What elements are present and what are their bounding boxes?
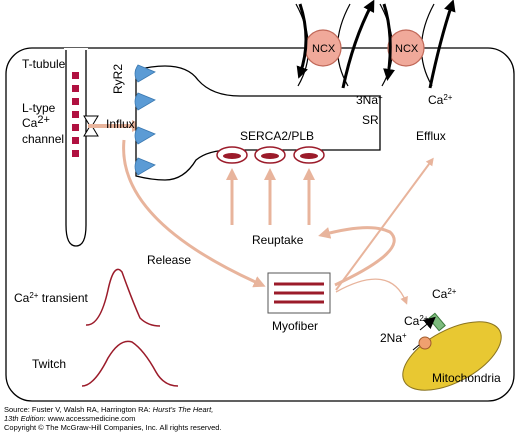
na-label: 3Na+ [356, 93, 383, 107]
efflux-arrow [335, 157, 434, 291]
ncx-na-in-arrow-right [382, 3, 395, 81]
ncx-na-in-arrow-left [296, 3, 308, 79]
mito-ca-mid-base: Ca [404, 314, 420, 328]
ryr2-receptors [134, 64, 156, 176]
serca-pumps [216, 146, 325, 164]
l-type-ca-base: Ca [22, 116, 38, 130]
ca-uniporter-icon [428, 312, 446, 332]
ryr2-receptor [134, 64, 156, 83]
ncx-exchanger-right [379, 3, 435, 87]
mito-ca-top-label: Ca2+ [432, 287, 457, 301]
release-arrow [122, 139, 266, 288]
mito-na-base: 2Na [380, 331, 402, 345]
na-ca-exchanger-icon [418, 336, 432, 350]
reuptake-label: Reuptake [252, 233, 304, 247]
myofiber-label: Myofiber [272, 319, 318, 333]
na-base: 3Na [356, 93, 378, 107]
mito-ca-mid-sup: 2+ [419, 314, 428, 323]
ncx-ca-out-arrow-right [428, 0, 456, 89]
mito-na-label: 2Na+ [380, 331, 407, 345]
ca-transient-label: Ca2+ transient [14, 291, 88, 305]
ryr2-receptor [134, 126, 156, 145]
mito-arrow [335, 278, 408, 305]
l-type-label-line2: Ca2+ [22, 114, 50, 130]
ncx-left-label: NCX [312, 43, 336, 55]
sr-label: SR [362, 113, 379, 127]
l-type-channel-dots [72, 72, 79, 157]
myofiber-icon [267, 272, 331, 314]
source-edition: 13th Edition [4, 414, 44, 423]
serca-pump [216, 146, 248, 164]
t-tubule [65, 48, 87, 247]
twitch-trace [81, 340, 179, 387]
cell-membrane [5, 47, 515, 402]
ca-transient-sup: 2+ [29, 291, 38, 300]
ryr2-label: RyR2 [111, 64, 125, 94]
ca-transient-base: Ca [14, 291, 30, 305]
ca-efflux-base: Ca [428, 93, 444, 107]
l-type-label-line3: channel [22, 132, 64, 146]
twitch-label: Twitch [32, 357, 66, 371]
ca-transient-rest: transient [38, 291, 88, 305]
source-line-1: Source: Fuster V, Walsh RA, Harrington R… [4, 405, 213, 414]
release-label: Release [147, 253, 191, 267]
mitochondria-label: Mitochondria [432, 371, 501, 385]
ca-efflux-ion-label: Ca2+ [428, 93, 453, 107]
ncx-ca-out-arrow-left [341, 0, 375, 89]
mito-ca-mid-label: Ca2+ [404, 314, 429, 328]
l-type-label-line1: L-type [22, 101, 56, 115]
mitochondrion [402, 312, 502, 391]
mito-ca-top-sup: 2+ [447, 287, 456, 296]
source-line-2: 13th Edition: www.accessmedicine.com [4, 414, 135, 423]
copyright-line: Copyright © The McGraw-Hill Companies, I… [4, 423, 222, 432]
t-tubule-label: T-tubule [22, 57, 66, 71]
mito-na-sup: + [402, 331, 407, 340]
source-url: : www.accessmedicine.com [43, 414, 136, 423]
ca-efflux-sup: 2+ [443, 93, 452, 102]
reuptake-curve-arrow [318, 226, 396, 287]
influx-label: Influx [106, 117, 135, 131]
serca-pump [293, 146, 325, 164]
sarcoplasmic-reticulum [135, 65, 381, 181]
ncx-right-label: NCX [395, 43, 419, 55]
l-type-ca-sup: 2+ [37, 114, 50, 126]
serca-label: SERCA2/PLB [240, 129, 314, 143]
efflux-label: Efflux [416, 129, 446, 143]
na-sup: + [378, 93, 383, 102]
ca-transient-trace [85, 268, 161, 327]
source-prefix: Source: Fuster V, Walsh RA, Harrington R… [4, 405, 153, 414]
serca-pump [254, 146, 286, 164]
mito-ca-top-base: Ca [432, 287, 448, 301]
reuptake-arrows [226, 168, 315, 225]
source-title: Hurst's The Heart, [152, 405, 214, 414]
ryr2-receptor [134, 92, 156, 111]
ryr2-receptor [134, 157, 156, 176]
